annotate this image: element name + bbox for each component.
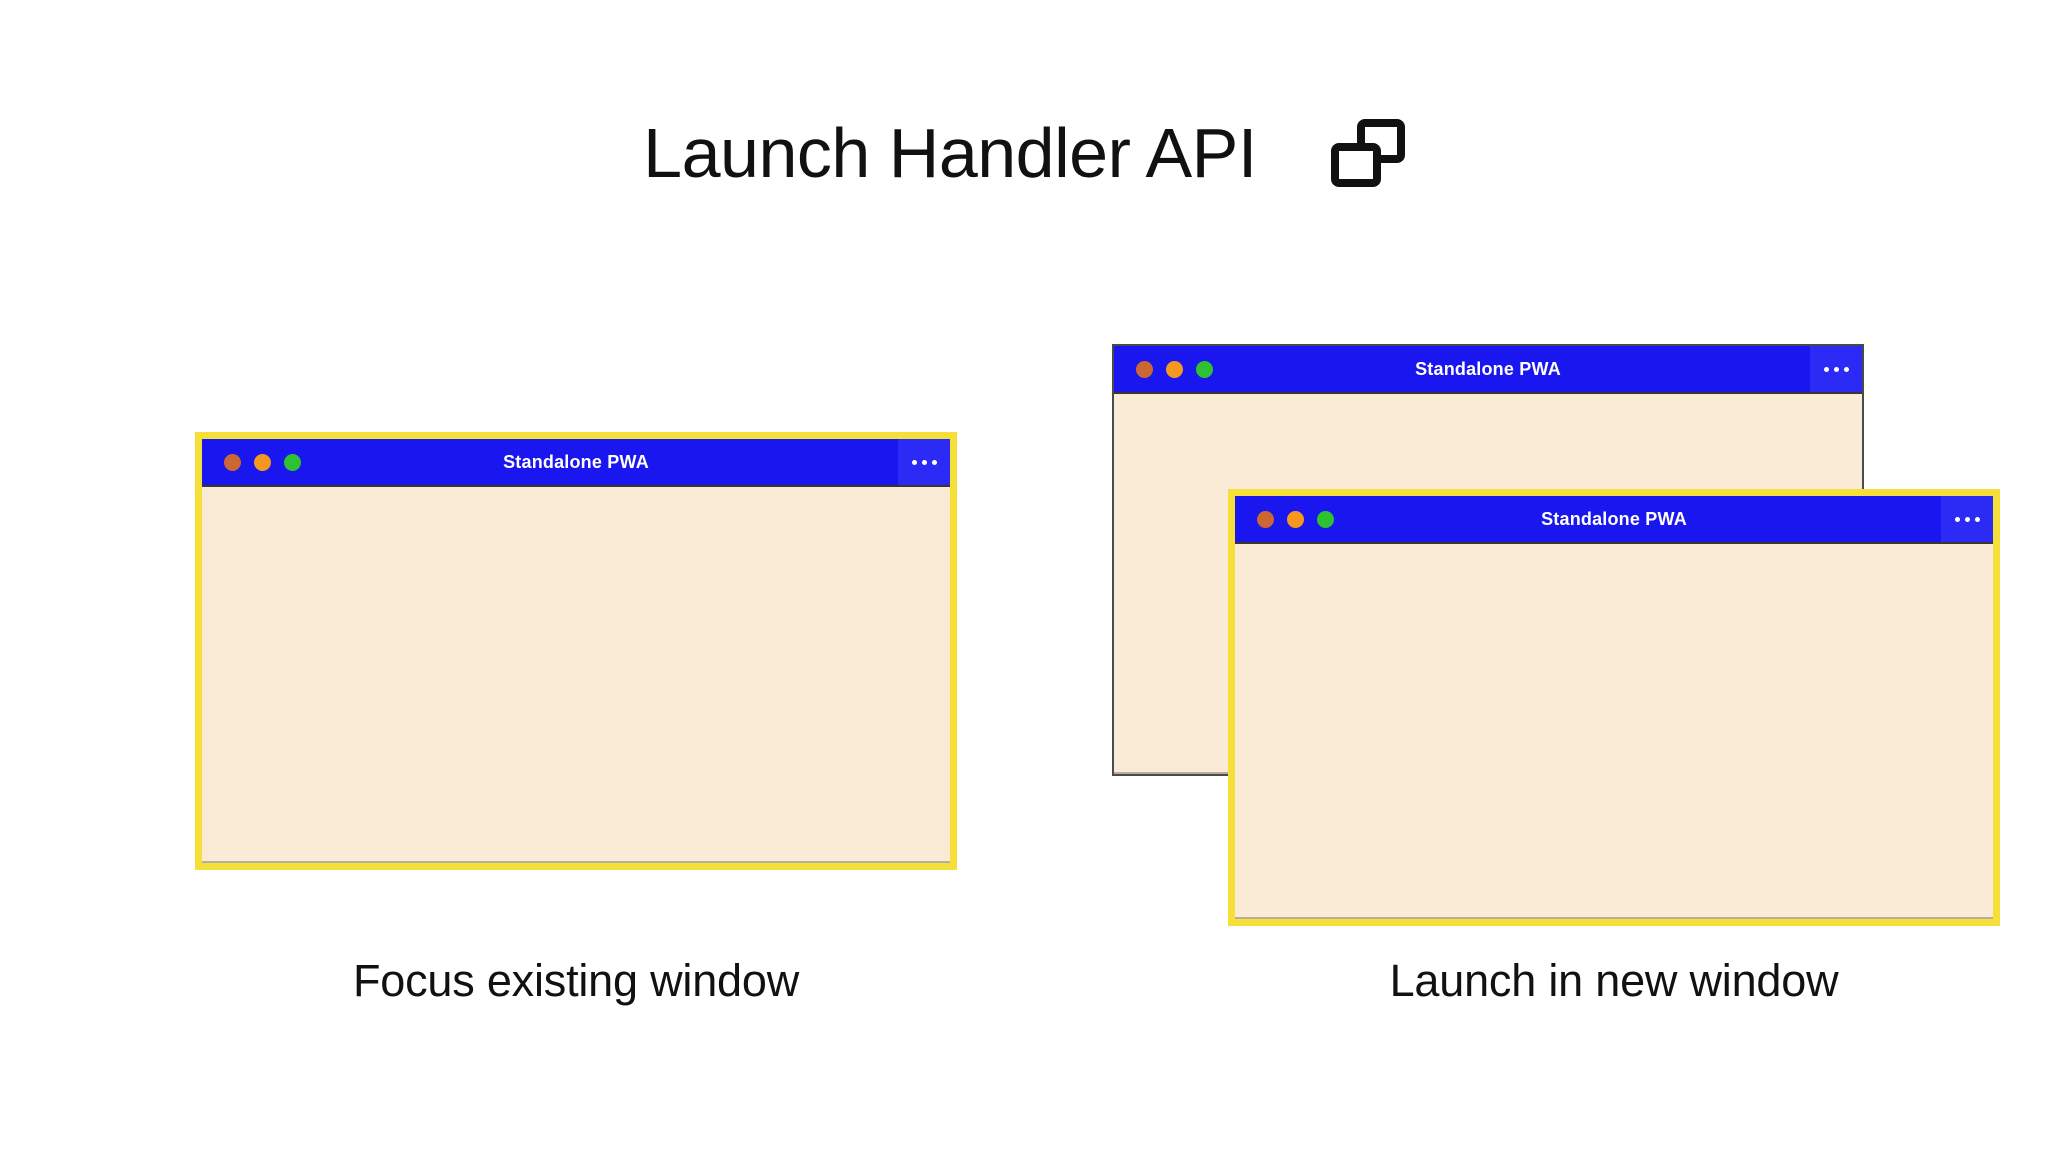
- page-title: Launch Handler API: [643, 114, 1257, 192]
- overflow-menu-icon[interactable]: [898, 439, 950, 485]
- menu-dot: [931, 459, 937, 465]
- pwa-content-area: [202, 485, 950, 863]
- menu-dot: [1843, 366, 1849, 372]
- traffic-light-group: [1235, 510, 1334, 528]
- pwa-window-title: Standalone PWA: [503, 451, 649, 472]
- menu-dot: [1823, 366, 1829, 372]
- maximize-window-icon[interactable]: [284, 453, 301, 471]
- pwa-titlebar[interactable]: Standalone PWA: [1114, 346, 1862, 392]
- caption-focus-existing: Focus existing window: [353, 955, 799, 1006]
- pwa-titlebar[interactable]: Standalone PWA: [202, 439, 950, 485]
- pwa-window-new[interactable]: Standalone PWA: [1228, 489, 2000, 926]
- close-window-icon[interactable]: [224, 453, 241, 471]
- pwa-window-title: Standalone PWA: [1541, 508, 1687, 529]
- traffic-light-group: [202, 453, 301, 471]
- menu-dot: [1954, 516, 1960, 522]
- overflow-menu-icon[interactable]: [1941, 496, 1993, 542]
- close-window-icon[interactable]: [1136, 360, 1153, 378]
- multi-window-icon: [1330, 119, 1405, 187]
- minimize-window-icon[interactable]: [1287, 510, 1304, 528]
- close-window-icon[interactable]: [1257, 510, 1274, 528]
- minimize-window-icon[interactable]: [254, 453, 271, 471]
- traffic-light-group: [1114, 360, 1213, 378]
- menu-dot: [1833, 366, 1839, 372]
- pwa-window-title: Standalone PWA: [1415, 358, 1561, 379]
- menu-dot: [1964, 516, 1970, 522]
- caption-launch-new: Launch in new window: [1389, 955, 1839, 1006]
- pwa-content-area: [1235, 542, 1993, 919]
- minimize-window-icon[interactable]: [1166, 360, 1183, 378]
- pwa-titlebar[interactable]: Standalone PWA: [1235, 496, 1993, 542]
- overflow-menu-icon[interactable]: [1810, 346, 1862, 392]
- maximize-window-icon[interactable]: [1196, 360, 1213, 378]
- page-header: Launch Handler API: [0, 118, 2048, 188]
- pwa-window-focus-existing[interactable]: Standalone PWA: [195, 432, 957, 870]
- menu-dot: [921, 459, 927, 465]
- maximize-window-icon[interactable]: [1317, 510, 1334, 528]
- menu-dot: [1974, 516, 1980, 522]
- menu-dot: [911, 459, 917, 465]
- multi-window-icon-front-pane: [1330, 143, 1381, 187]
